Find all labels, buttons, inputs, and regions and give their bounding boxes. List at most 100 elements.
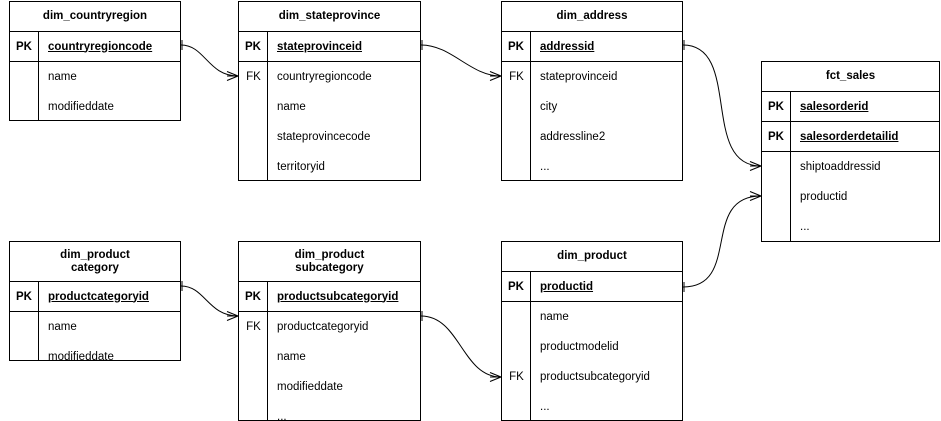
attribute-row[interactable]: name: [277, 351, 306, 363]
key-marker-column: FK: [239, 62, 268, 180]
entity-title: dim_countryregion: [10, 2, 180, 32]
attribute-row[interactable]: productmodelid: [540, 341, 619, 353]
entity-title: dim_address: [502, 2, 682, 32]
relationship-line: [180, 44, 239, 77]
entity-title: fct_sales: [762, 62, 939, 92]
attribute-row[interactable]: productsubcategoryid: [540, 371, 650, 383]
attribute-row[interactable]: ...: [800, 221, 810, 233]
primary-key-row[interactable]: PK countryregioncode: [10, 32, 180, 62]
attribute-row[interactable]: modifieddate: [277, 381, 343, 393]
field-name: stateprovinceid: [277, 40, 362, 53]
primary-key-row[interactable]: PK stateprovinceid: [239, 32, 420, 62]
cardinality-many-marker: [749, 191, 762, 197]
key-marker-pk: PK: [10, 282, 39, 311]
entity-title: dim_stateprovince: [239, 2, 420, 32]
attribute-row[interactable]: shiptoaddressid: [800, 161, 881, 173]
relationship-line: [420, 315, 502, 378]
attribute-row[interactable]: name: [540, 311, 569, 323]
field-name: addressid: [540, 40, 595, 53]
field-name: countryregioncode: [48, 40, 153, 53]
attribute-row[interactable]: productid: [800, 191, 848, 203]
cardinality-many-marker: [489, 75, 502, 81]
attribute-row[interactable]: countryregioncode: [277, 71, 372, 83]
attribute-column: name modifieddate: [39, 62, 180, 120]
cardinality-many-marker: [489, 372, 502, 378]
key-marker-pk: PK: [239, 282, 268, 311]
attribute-column: stateprovinceid city addressline2...: [531, 62, 682, 180]
attribute-row[interactable]: stateprovincecode: [277, 131, 371, 143]
attribute-row[interactable]: name: [48, 321, 77, 333]
attribute-row[interactable]: stateprovinceid: [540, 71, 618, 83]
relationship-product-to-sales[interactable]: [682, 191, 762, 293]
attribute-row[interactable]: modifieddate: [48, 351, 114, 363]
cardinality-many-marker: [226, 311, 239, 317]
cardinality-many-marker: [226, 75, 239, 81]
key-marker-column: [10, 62, 39, 120]
key-marker-fk: FK: [509, 371, 524, 383]
attribute-row[interactable]: name: [48, 71, 77, 83]
primary-key-row[interactable]: PK salesorderdetailid: [762, 122, 939, 152]
cardinality-many-marker: [749, 195, 762, 201]
primary-key-row[interactable]: PK productid: [502, 272, 682, 302]
key-marker-pk: PK: [762, 122, 791, 151]
primary-key-row[interactable]: PK addressid: [502, 32, 682, 62]
primary-key-row[interactable]: PK productsubcategoryid: [239, 282, 420, 312]
field-name: productid: [540, 280, 594, 293]
key-marker-fk: FK: [246, 321, 261, 333]
key-marker-pk: PK: [502, 32, 531, 61]
relationship-line: [180, 285, 239, 317]
attribute-row[interactable]: ...: [540, 161, 550, 173]
relationship-countryregion-to-stateprovince[interactable]: [180, 40, 239, 81]
attribute-list: name modifieddate: [10, 312, 180, 363]
relationship-line: [682, 195, 762, 288]
attribute-column: name modifieddate: [39, 312, 180, 363]
attribute-row[interactable]: city: [540, 101, 558, 113]
attribute-column: countryregioncode name stateprovincecode te…: [268, 62, 420, 180]
attribute-row[interactable]: productcategoryid: [277, 321, 369, 333]
key-marker-fk: FK: [509, 71, 524, 83]
relationship-line: [682, 44, 762, 167]
relationship-productcategory-to-subcategory[interactable]: [180, 281, 239, 321]
key-marker-pk: PK: [502, 272, 531, 301]
key-marker-column: [10, 312, 39, 360]
cardinality-many-marker: [489, 71, 502, 77]
attribute-column: shiptoaddressid productid...: [791, 152, 939, 241]
attribute-list: FK countryregioncode name stateprovincecode…: [239, 62, 420, 180]
attribute-row[interactable]: addressline2: [540, 131, 606, 143]
key-marker-column: FK: [239, 312, 268, 420]
cardinality-many-marker: [749, 161, 762, 167]
primary-key-row[interactable]: PK productcategoryid: [10, 282, 180, 312]
field-name: salesorderdetailid: [800, 130, 899, 143]
key-marker-pk: PK: [10, 32, 39, 61]
key-marker-pk: PK: [762, 92, 791, 121]
key-marker-column: FK: [502, 302, 531, 420]
attribute-row[interactable]: ...: [277, 411, 287, 421]
relationship-subcategory-to-product[interactable]: [420, 311, 502, 382]
relationship-stateprovince-to-address[interactable]: [420, 40, 502, 81]
entity-title: dim_product: [502, 242, 682, 272]
relationship-address-to-sales[interactable]: [682, 40, 762, 171]
attribute-row[interactable]: modifieddate: [48, 101, 114, 113]
field-name: productcategoryid: [48, 290, 149, 303]
attribute-row[interactable]: ...: [540, 401, 550, 413]
entity-title: dim_product subcategory: [239, 242, 420, 282]
attribute-row[interactable]: territoryid: [277, 161, 325, 173]
cardinality-many-marker: [226, 315, 239, 321]
key-marker-fk: FK: [246, 71, 261, 83]
key-marker-pk: PK: [239, 32, 268, 61]
attribute-column: productcategoryid name modifieddate...: [268, 312, 420, 421]
field-name: productsubcategoryid: [277, 290, 399, 303]
attribute-column: name productmodelid productsubcategoryid..…: [531, 302, 682, 420]
entity-title: dim_product category: [10, 242, 180, 282]
attribute-row[interactable]: name: [277, 101, 306, 113]
cardinality-many-marker: [749, 165, 762, 171]
